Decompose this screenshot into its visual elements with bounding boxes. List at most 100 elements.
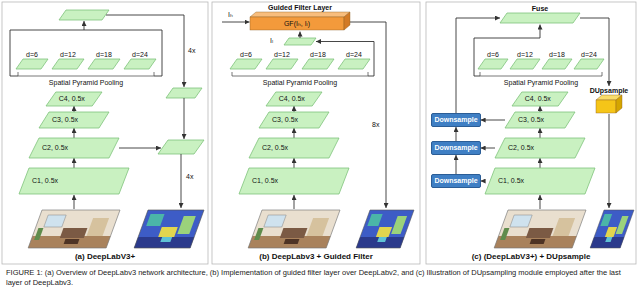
slab-face [338,59,370,69]
slab-shape [338,59,370,69]
dilated-conv-slab: d=18 [542,50,572,69]
layer-label: d=18 [310,50,326,59]
feature-map-slab: C2, 0.5x [495,138,585,158]
slab-face [505,112,575,128]
feature-map-slab: C1, 0.5x [19,168,129,194]
annotation-label: 4x [188,46,195,55]
layer-label: d=12 [274,50,290,59]
flow-arrow [184,98,185,139]
slab-face [39,112,109,128]
flow-arrow [300,32,301,39]
cube-side [616,95,622,113]
pyramid-bracket [18,72,602,76]
layer-label: Downsample [434,114,477,126]
cube-shape [596,95,622,113]
feature-slab [59,10,109,20]
input-image [494,210,586,248]
layer-label: DUpsample [590,86,629,95]
flow-arrow [222,22,250,23]
feature-map-slab: C4, 0.5x [512,92,568,106]
layer-label: C2, 0.5x [508,138,534,158]
downsample-box: Downsample [431,174,480,188]
dilated-conv-slab: d=18 [88,50,120,69]
input-image [28,210,120,248]
annotation-label: 8x [372,120,379,129]
feature-map-slab: C1, 0.5x [239,168,349,194]
slab-face [239,168,349,194]
flow-arrow [181,154,182,208]
slab-shape [16,59,48,69]
feature-map-slab: C4, 0.5x [266,92,322,106]
layer-label: d=24 [132,50,148,59]
flow-arrow [106,15,184,87]
panel-frame [426,2,636,264]
segmentation-map [590,210,634,248]
flow-arrow [294,128,295,138]
flow-arrow [481,148,495,149]
slab-face [478,59,508,69]
annotation-label: Iₗ [270,36,273,45]
slab-face [249,138,339,158]
slab-face [542,59,572,69]
flow-arrow [350,22,386,208]
fuse-slab: Fuse [500,4,580,23]
annotation-label: Iₕ [228,10,233,19]
dilated-conv-slab: d=12 [510,50,540,69]
flow-arrow [10,15,609,209]
dilated-conv-slab: d=18 [302,50,334,69]
cube-top [250,12,350,17]
panel-frame [2,2,636,264]
slab-face [512,92,568,106]
layer-label: C1, 0.5x [252,168,278,194]
flow-arrow [84,30,162,76]
slab-face [266,59,298,69]
flow-arrow [74,195,75,209]
slab-shape [542,59,572,69]
layer-label: d=12 [60,50,76,59]
layer-label: C4, 0.5x [59,92,85,106]
slab-shape [500,13,580,23]
flow-arrow [540,106,541,112]
dilated-conv-slab: d=6 [478,50,508,69]
layer-label: d=24 [346,50,362,59]
flow-arrow [540,158,541,168]
annotation-label: Spatial Pyramid Pooling [49,78,123,87]
feature-map-slab: C2, 0.5x [29,138,119,158]
slab-shape [574,59,604,69]
feature-map-slab: C4, 0.5x [46,92,102,106]
annotation-label: 4x [186,172,193,181]
layer-label: d=18 [549,50,565,59]
pyramid-bracket [480,72,602,76]
slab-face [29,138,119,158]
dilated-conv-slab: d=24 [124,50,156,69]
dilated-conv-slab: d=6 [16,50,48,69]
feature-slab [284,38,316,45]
cube-side [344,12,350,30]
slab-face [259,112,329,128]
figure-caption: FIGURE 1: (a) Overview of DeepLabv3 netw… [6,268,634,288]
slab-shape [52,59,84,69]
slab-face [500,13,580,23]
flow-arrow [294,106,295,112]
layer-label: d=6 [487,50,499,59]
panel-title: (b) DeepLabv3 + Guided Filter [259,252,373,262]
feature-slab [158,140,204,154]
flow-arrow [10,21,84,76]
slab-shape [302,59,334,69]
flow-arrow [74,128,75,138]
layer-label: Downsample [434,175,477,187]
slab-face [16,59,48,69]
slab-shape [510,59,540,69]
segmentation-map [134,210,634,248]
flow-arrow [456,127,457,141]
slab-face [230,59,262,69]
flow-arrow [580,18,609,86]
slab-face [574,59,604,69]
layer-label: C4, 0.5x [279,92,305,106]
annotation-label: Spatial Pyramid Pooling [504,78,578,87]
layer-label: d=18 [96,50,112,59]
layer-label: C3, 0.5x [518,112,544,128]
slab-face [124,59,156,69]
slab-shape [266,59,298,69]
slab-face [485,168,595,194]
